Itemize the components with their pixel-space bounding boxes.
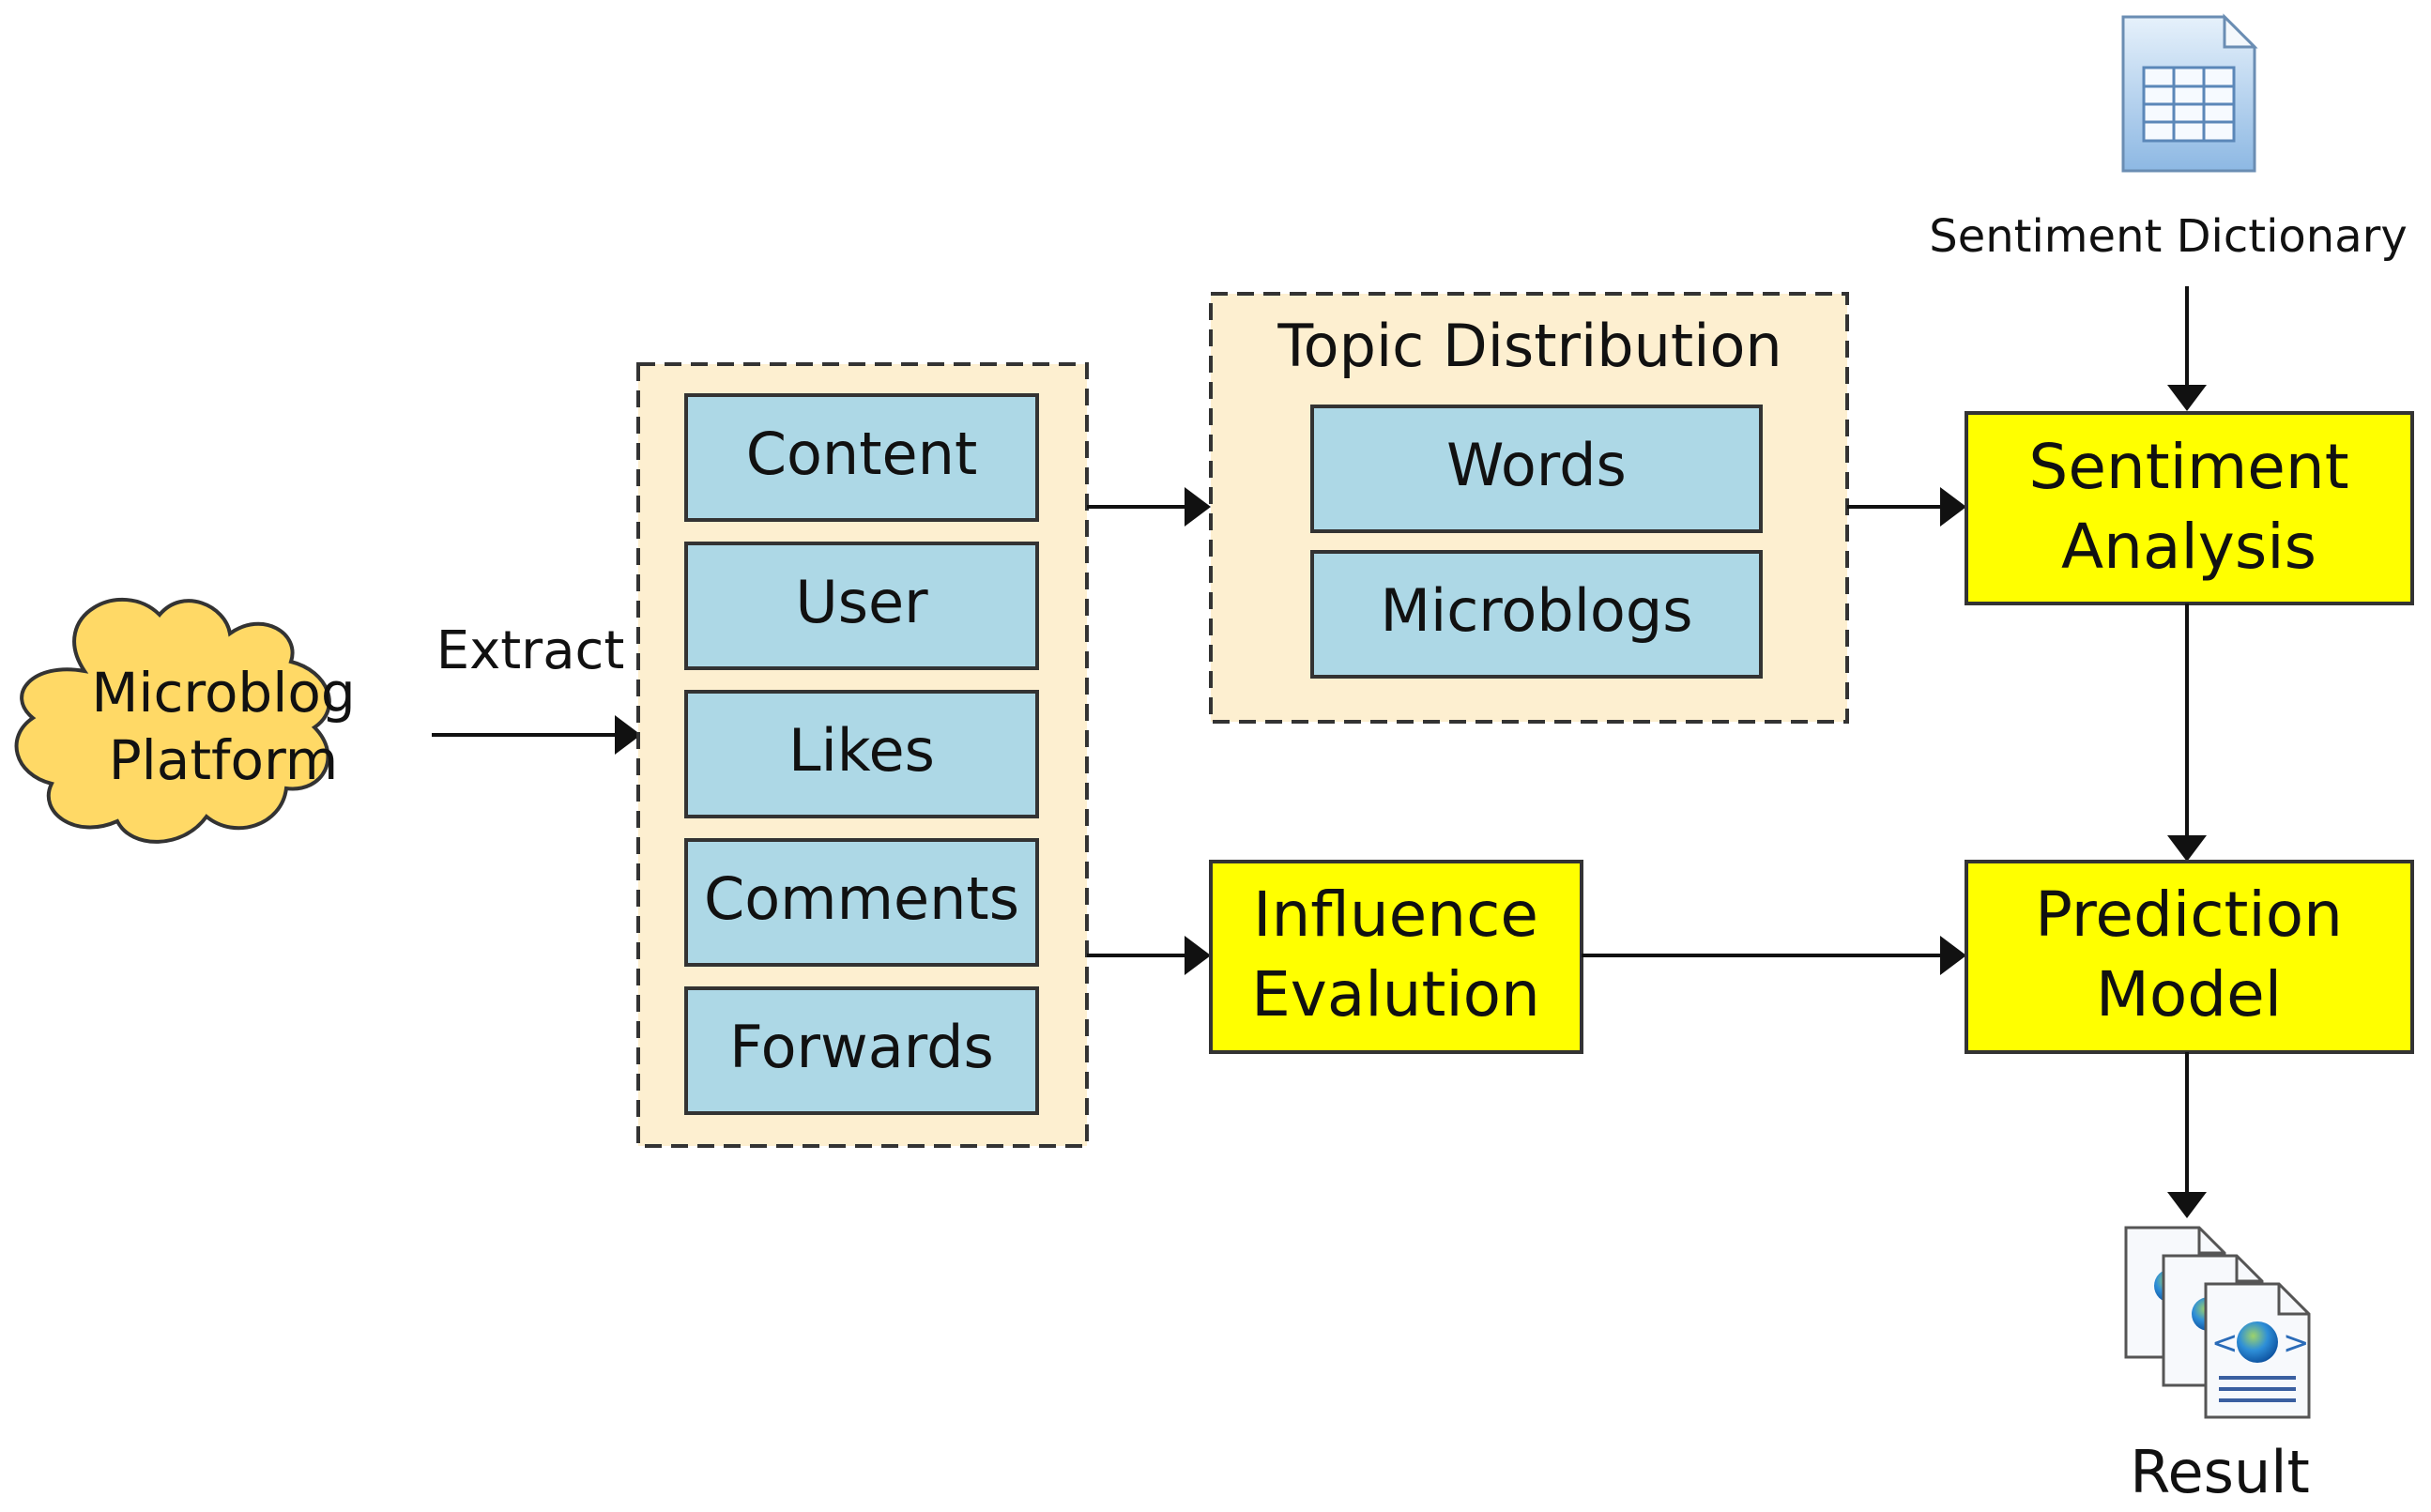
cloud-label-line2: Platform (109, 728, 339, 792)
prediction-line2: Model (2096, 958, 2282, 1031)
features-container: Content User Likes Comments Forwards (636, 362, 1089, 1148)
edge-prediction-to-result (2167, 1052, 2207, 1218)
edge-influence-to-prediction (1582, 936, 1966, 975)
topic-distribution-title: Topic Distribution (1277, 312, 1781, 380)
svg-text:>: > (2283, 1324, 2310, 1362)
feature-label-user: User (795, 568, 928, 636)
extract-label: Extract (436, 620, 625, 681)
edge-features-to-topic (1087, 487, 1211, 527)
feature-label-comments: Comments (704, 864, 1019, 933)
sentiment-analysis-line1: Sentiment (2028, 431, 2348, 503)
sentiment-analysis-box: Sentiment Analysis (1965, 411, 2414, 605)
prediction-model-box: Prediction Model (1965, 860, 2414, 1054)
edge-sentiment-to-prediction (2167, 603, 2207, 862)
edge-dictionary-to-sentiment (2167, 286, 2207, 411)
feature-label-forwards: Forwards (729, 1013, 994, 1081)
extract-arrowhead (615, 715, 641, 755)
influence-line1: Influence (1253, 878, 1538, 951)
extract-edge: Extract (432, 620, 641, 755)
spreadsheet-document-icon (2121, 13, 2258, 173)
influence-line2: Evalution (1251, 958, 1540, 1031)
edge-features-to-influence (1087, 936, 1211, 975)
topic-distribution-container: Topic Distribution Words Microblogs (1209, 292, 1849, 724)
feature-label-likes: Likes (788, 716, 935, 785)
topic-label-words: Words (1446, 431, 1627, 499)
feature-item: User (684, 542, 1039, 670)
sentiment-analysis-line2: Analysis (2061, 511, 2316, 583)
feature-item: Forwards (684, 986, 1039, 1115)
feature-item: Comments (684, 838, 1039, 967)
microblog-platform-cloud: Microblog Platform (14, 597, 356, 844)
web-documents-icon: < > (2124, 1226, 2311, 1419)
influence-evaluation-box: Influence Evalution (1209, 860, 1583, 1054)
sentiment-dictionary-label: Sentiment Dictionary (1929, 210, 2408, 263)
topic-item: Words (1310, 405, 1763, 533)
edge-topic-to-sentiment (1847, 487, 1966, 527)
topic-item: Microblogs (1310, 550, 1763, 679)
svg-text:<: < (2211, 1324, 2239, 1362)
feature-item: Likes (684, 690, 1039, 818)
feature-item: Content (684, 393, 1039, 522)
cloud-label-line1: Microblog (91, 661, 355, 725)
result-label: Result (2130, 1438, 2310, 1506)
topic-label-microblogs: Microblogs (1380, 576, 1692, 645)
prediction-line1: Prediction (2035, 878, 2343, 951)
feature-label-content: Content (746, 420, 978, 488)
